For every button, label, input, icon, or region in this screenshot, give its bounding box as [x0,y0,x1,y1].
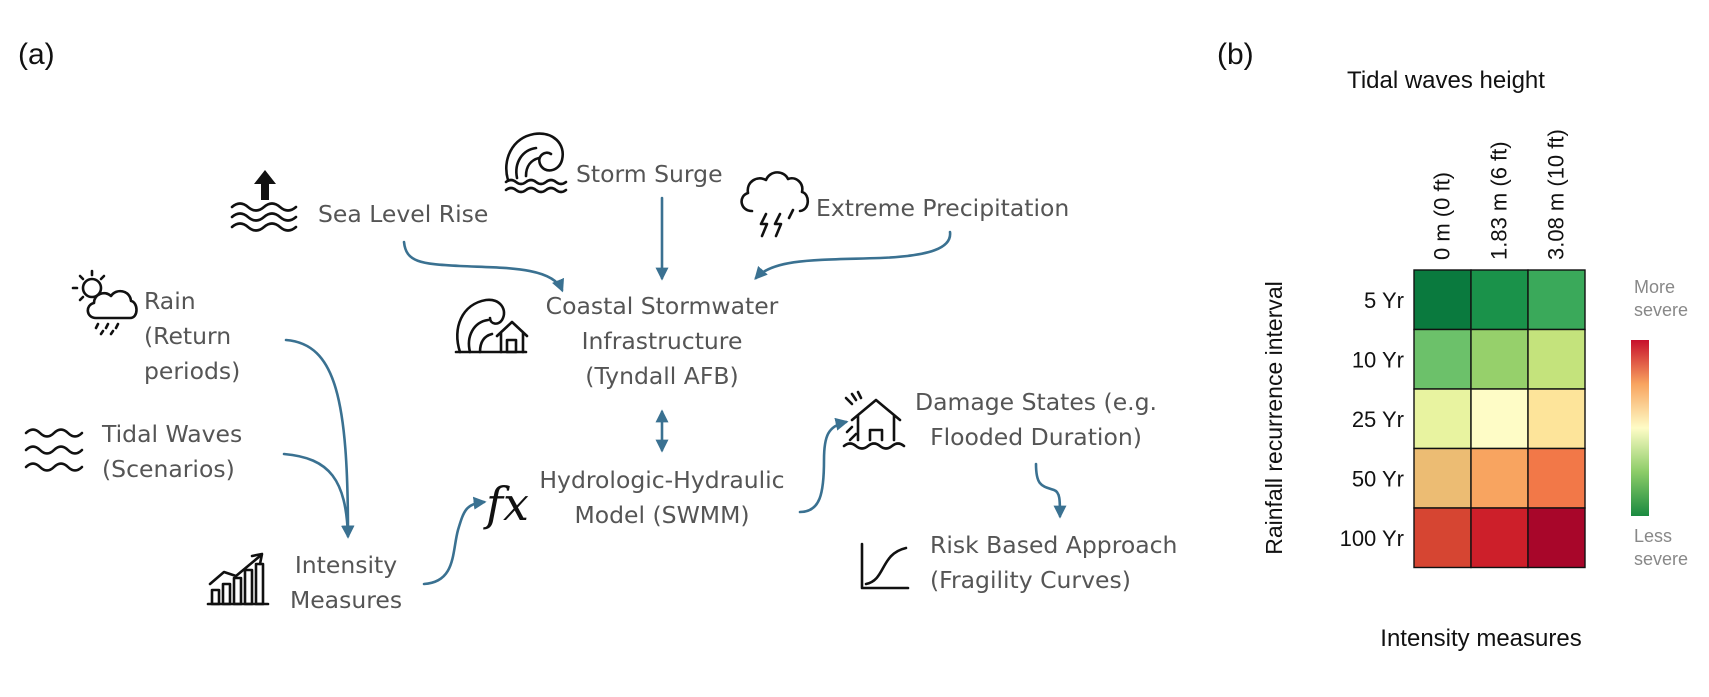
heatmap-cell-25yr-1 [1470,388,1529,450]
text-line: Extreme Precipitation [816,194,1069,222]
node-tidal-waves: Tidal Waves (Scenarios) [101,420,242,483]
flooded-house-icon [842,390,906,450]
wave-icon [504,132,568,194]
arrow-tidal-waves-to-intensity [282,452,355,539]
heatmap-x-axis-label: Intensity measures [1380,625,1581,652]
text-line: (Fragility Curves) [930,566,1131,594]
function-icon: fx [483,477,529,531]
text-line: (Scenarios) [102,455,235,483]
text-line: (Tyndall AFB) [585,362,738,390]
heatmap-y-tick: 10 Yr [1352,347,1404,372]
heatmap-x-tick: 3.08 m (10 ft) [1544,129,1569,260]
text-line: Storm Surge [576,160,723,188]
heatmap-cell-100yr-2 [1527,507,1586,569]
heatmap-cell-50yr-1 [1470,447,1529,509]
text-line: Rain [144,287,196,315]
legend-less-severe: Less severe [1634,526,1688,569]
heatmap-y-axis-label: Rainfall recurrence interval [1261,281,1287,555]
node-rain: Rain (Return periods) [144,287,240,385]
colorbar-gradient [1631,340,1649,516]
text-line: Measures [290,586,402,614]
arrow-precipitation-to-infrastructure [754,230,952,280]
text-line: severe [1634,549,1688,569]
text-line: Sea Level Rise [318,200,488,228]
text-line: Coastal Stormwater [546,292,779,320]
arrow-rain-to-intensity [284,338,355,539]
heatmap-cell-25yr-2 [1527,388,1586,450]
heatmap-x-tick: 1.83 m (6 ft) [1487,141,1512,260]
node-storm-surge: Storm Surge [576,160,723,188]
heatmap-y-tick: 100 Yr [1340,526,1404,551]
fragility-curve-icon [860,542,910,590]
heatmap-cell-5yr-1 [1470,269,1529,331]
heatmap-colorbar [1631,340,1649,516]
heatmap-title: Tidal waves height [1347,67,1545,94]
node-extreme-precipitation: Extreme Precipitation [816,194,1069,222]
heatmap-cell-5yr-0 [1413,269,1472,331]
text-line: Intensity [295,551,397,579]
text-line: Less [1634,526,1672,546]
arrow-intensity-to-model [422,496,487,586]
heatmap-x-ticks: 0 m (0 ft) 1.83 m (6 ft) 3.08 m (10 ft) [1430,129,1569,260]
text-line: Hydrologic-Hydraulic [539,466,784,494]
heatmap-cells [1413,269,1586,569]
text-line: periods) [144,357,240,385]
heatmap-y-tick: 5 Yr [1364,288,1404,313]
sun-cloud-rain-icon [71,269,138,336]
rising-bar-chart-icon [206,552,270,606]
text-line: Flooded Duration) [930,423,1142,451]
heatmap-y-tick: 25 Yr [1352,407,1404,432]
heatmap-cell-100yr-1 [1470,507,1529,569]
node-sea-level-rise: Sea Level Rise [318,200,488,228]
heatmap-y-tick: 50 Yr [1352,466,1404,491]
heatmap-y-ticks: 5 Yr 10 Yr 25 Yr 50 Yr 100 Yr [1340,288,1404,551]
waves-icon [24,428,84,472]
text-line: (Return [144,322,231,350]
text-line: Infrastructure [582,327,743,355]
thunderstorm-cloud-icon [740,171,810,238]
arrow-model-to-damage [798,417,849,514]
text-line: Tidal Waves [101,420,242,448]
text-line: Risk Based Approach [930,531,1177,559]
text-line: Damage States (e.g. [915,388,1157,416]
node-damage-states: Damage States (e.g. Flooded Duration) [915,388,1157,451]
arrow-damage-to-risk [1034,462,1067,519]
text-line: severe [1634,300,1688,320]
heatmap-cell-50yr-2 [1527,447,1586,509]
heatmap-cell-5yr-2 [1527,269,1586,331]
heatmap-cell-100yr-0 [1413,507,1472,569]
text-line: Model (SWMM) [574,501,749,529]
heatmap-x-tick: 0 m (0 ft) [1430,172,1455,260]
heatmap-cell-10yr-1 [1470,328,1529,390]
node-risk-based-approach: Risk Based Approach (Fragility Curves) [930,531,1177,594]
arrow-sea-level-to-infrastructure [402,240,564,293]
panel-label-a: (a) [18,38,55,71]
heatmap-cell-10yr-0 [1413,328,1472,390]
heatmap-cell-10yr-2 [1527,328,1586,390]
rising-water-icon [230,170,298,232]
panel-label-b: (b) [1217,38,1254,71]
text-line: More [1634,277,1675,297]
wave-house-icon [454,298,529,354]
heatmap-cell-50yr-0 [1413,447,1472,509]
legend-more-severe: More severe [1634,277,1688,320]
heatmap-cell-25yr-0 [1413,388,1472,450]
